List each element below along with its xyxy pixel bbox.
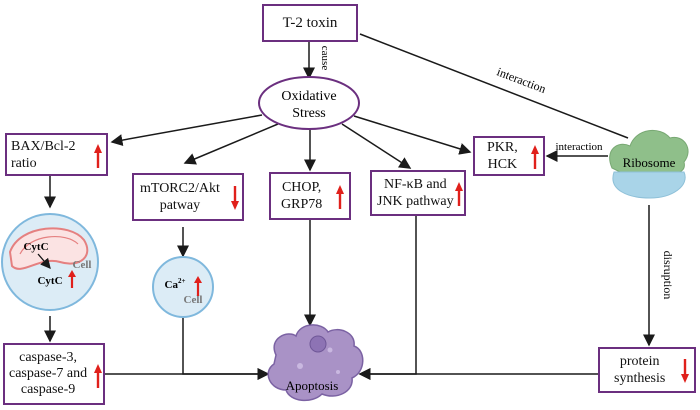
ca-cell-label: Cell [184, 294, 203, 306]
mtorc2-akt-box: mTORC2/Akt patway [132, 173, 244, 221]
oxidative-label-line1: Oxidative [281, 89, 336, 104]
arrow-oxidative-to-mtorc [183, 123, 279, 165]
nfkb-line1: NF-κB and [383, 177, 447, 192]
bax-text: BAX/Bcl-2 ratio [11, 138, 76, 172]
mitochondria-cell [1, 213, 99, 311]
arrow-cacell-to-apoptosis [182, 316, 270, 380]
calcium-cell [152, 256, 214, 318]
caspase-line1: caspase-3, [19, 350, 78, 365]
chop-line1: CHOP, [281, 180, 322, 195]
chop-grp78-box: CHOP, GRP78 [269, 172, 351, 220]
pkr-line2: HCK [487, 157, 518, 172]
chop-text: CHOP, GRP78 [281, 179, 322, 213]
pkr-text: PKR, HCK [487, 139, 518, 173]
oxidative-stress-node [258, 76, 360, 130]
arrow-oxidative-to-nfkb [341, 123, 412, 169]
toxin-box: T-2 toxin [262, 4, 358, 42]
calcium-up-arrow [194, 276, 202, 296]
arrow-oxidative-to-pkr [353, 115, 472, 155]
cytc-bottom-label: CytC [37, 275, 62, 287]
oxidative-label-line2: Stress [292, 106, 325, 121]
line-toxin-to-ribosome [359, 33, 629, 139]
chop-up-arrow [336, 185, 344, 209]
caspase-text: caspase-3, caspase-7 and caspase-9 [9, 350, 87, 398]
nfkb-jnk-box: NF-κB and JNK pathway [370, 170, 466, 216]
apoptosis-label: Apoptosis [286, 378, 339, 393]
nfkb-up-arrow [455, 182, 463, 206]
mtorc-down-arrow [231, 186, 239, 210]
pkr-line1: PKR, [487, 140, 518, 155]
caspase-line3: caspase-9 [20, 382, 76, 397]
caspase-up-arrow [94, 364, 102, 388]
cytc-top-label: CytC [23, 241, 48, 253]
edge-label-interaction-top: interaction [495, 65, 548, 96]
mito-cell-label: Cell [73, 259, 92, 271]
toxin-label: T-2 toxin [282, 14, 338, 31]
mtorc-line1: mTORC2/Akt [140, 181, 220, 196]
edge-label-cause: cause [319, 46, 331, 71]
edge-label-disruption: disruption [661, 251, 675, 300]
caspase-box: caspase-3, caspase-7 and caspase-9 [3, 343, 105, 405]
bax-line2: ratio [11, 155, 37, 171]
mtorc-text: mTORC2/Akt patway [140, 180, 220, 214]
pkr-up-arrow [531, 145, 539, 169]
protein-down-arrow [681, 359, 689, 383]
pkr-hck-box: PKR, HCK [473, 136, 545, 176]
edge-label-interaction-pkr: interaction [555, 141, 603, 153]
protein-line1: protein [619, 354, 660, 369]
nfkb-text: NF-κB and JNK pathway [377, 176, 454, 210]
nfkb-line2: JNK pathway [377, 194, 454, 209]
arrow-nfkb-to-apoptosis [358, 216, 417, 380]
cytc-up-arrow [68, 270, 76, 288]
mtorc-line2: patway [159, 198, 201, 213]
ribosome-icon [609, 130, 689, 199]
bax-bcl2-box: BAX/Bcl-2 ratio [5, 133, 108, 176]
ribosome-label: Ribosome [623, 155, 676, 170]
chop-line2: GRP78 [281, 197, 323, 212]
protein-text: protein synthesis [614, 353, 665, 387]
bax-line1: BAX/Bcl-2 [11, 138, 76, 154]
bax-up-arrow [94, 144, 102, 168]
protein-synthesis-box: protein synthesis [598, 347, 696, 393]
arrow-oxidative-to-bax [110, 114, 263, 147]
protein-line2: synthesis [614, 371, 666, 386]
calcium-label: Ca2+ [165, 277, 186, 291]
caspase-line2: caspase-7 and [9, 366, 88, 381]
apoptosis-cell [267, 324, 364, 402]
